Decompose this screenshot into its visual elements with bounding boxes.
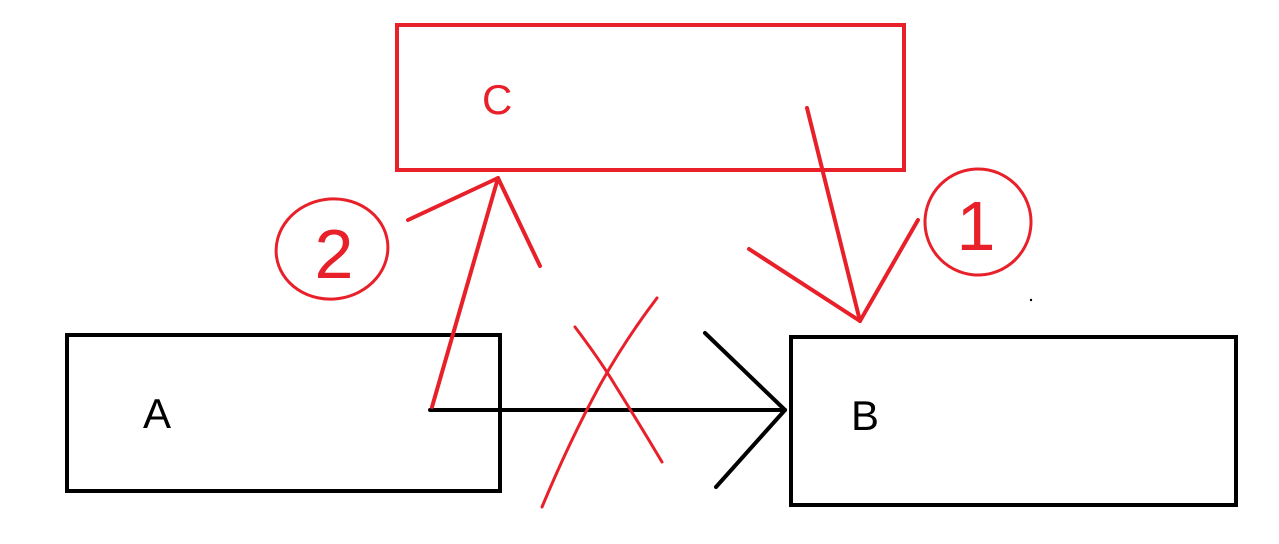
node-c-label: C <box>482 76 512 123</box>
cross-out-stroke-1 <box>573 325 664 464</box>
arrow-c-to-b <box>747 106 920 323</box>
arrow-a-to-b <box>428 331 787 489</box>
cross-out-mark <box>540 296 664 509</box>
node-a: A <box>65 333 502 493</box>
arrow-c-to-b-head <box>747 218 920 323</box>
step-marker-2: 2 <box>274 197 390 301</box>
node-c: C <box>395 23 906 172</box>
arrow-a-to-c <box>406 176 542 409</box>
node-b-box <box>789 335 1238 507</box>
node-a-label: A <box>143 390 171 437</box>
step-marker-1-number: 1 <box>957 187 996 265</box>
arrow-c-to-b-shaft <box>805 106 862 323</box>
arrow-a-to-c-head <box>406 176 542 268</box>
cross-out-stroke-2 <box>540 296 659 509</box>
node-b-label: B <box>851 392 879 439</box>
arrow-a-to-b-head <box>703 331 787 489</box>
step-marker-1-circle <box>923 167 1033 277</box>
node-a-box <box>65 333 502 493</box>
step-marker-2-number: 2 <box>315 215 354 293</box>
stray-dot <box>1029 298 1033 302</box>
node-c-box <box>395 23 906 172</box>
step-marker-1: 1 <box>923 167 1033 277</box>
arrow-a-to-c-shaft <box>430 176 500 409</box>
node-b: B <box>789 335 1238 507</box>
step-marker-2-circle <box>274 197 390 301</box>
